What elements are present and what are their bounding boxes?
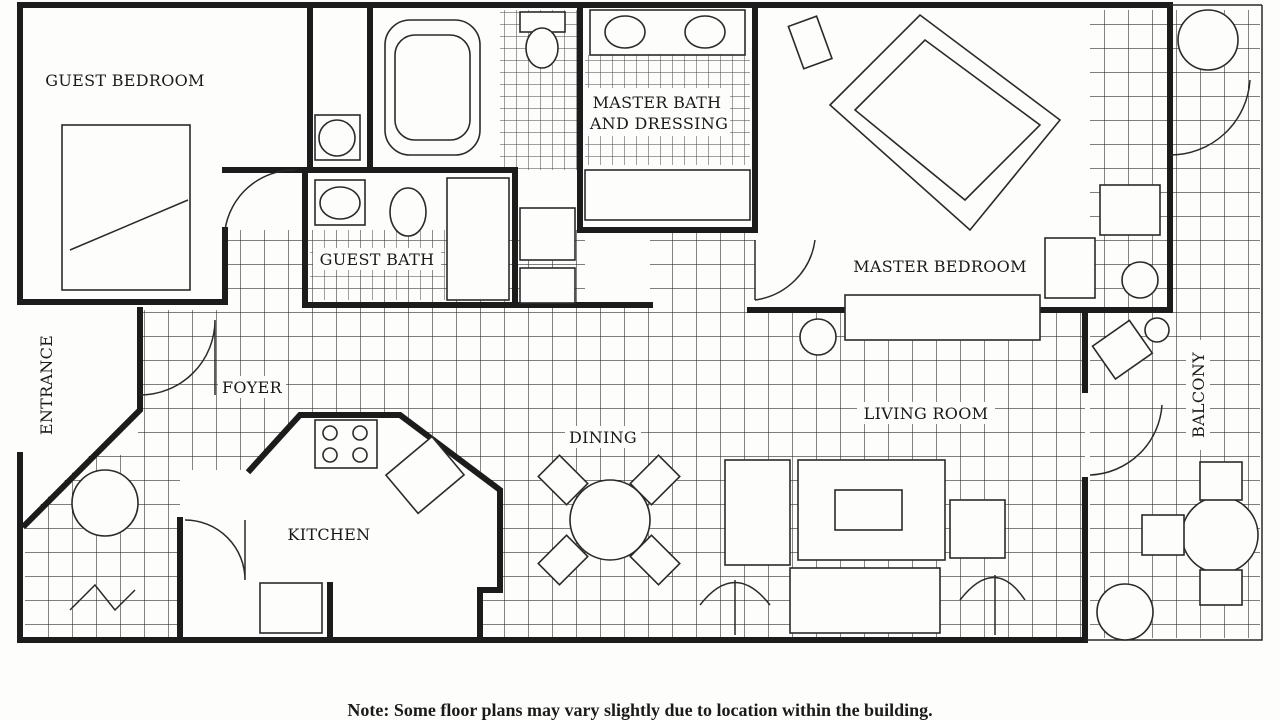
floor-plan-note: Note: Some floor plans may vary slightly… xyxy=(347,700,933,720)
label-entrance: ENTRANCE xyxy=(37,335,56,435)
label-balcony: BALCONY xyxy=(1189,352,1208,438)
label-master-bath-1: MASTER BATH xyxy=(593,93,722,112)
label-dining: DINING xyxy=(569,428,637,447)
label-master-bedroom: MASTER BEDROOM xyxy=(853,257,1027,276)
label-guest-bedroom: GUEST BEDROOM xyxy=(45,71,205,90)
furniture xyxy=(61,9,1259,641)
label-foyer: FOYER xyxy=(222,378,283,397)
walls xyxy=(17,2,1263,643)
doors xyxy=(139,79,1251,581)
label-kitchen: KITCHEN xyxy=(288,525,371,544)
label-master-bath-2: AND DRESSING xyxy=(589,114,728,133)
label-guest-bath: GUEST BATH xyxy=(320,250,435,269)
label-living-room: LIVING ROOM xyxy=(864,404,989,423)
room-labels: GUEST BEDROOM MASTER BATH AND DRESSING G… xyxy=(37,71,1210,545)
